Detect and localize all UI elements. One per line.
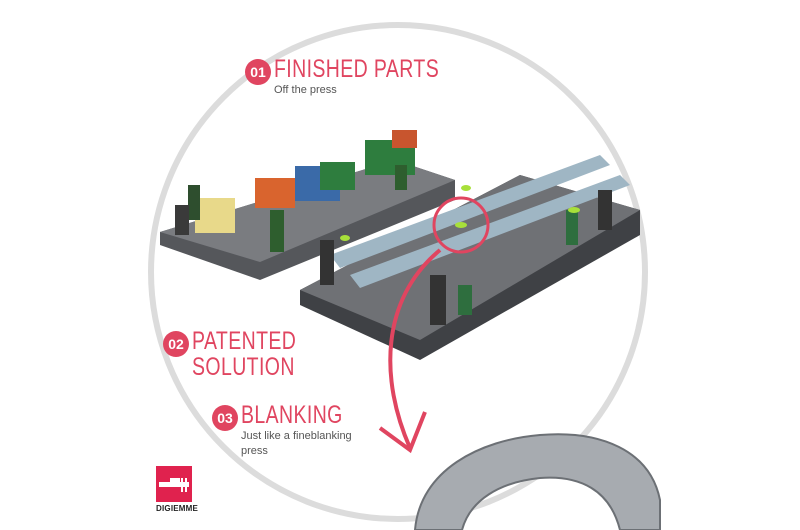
step-finished-parts: 01 FINISHED PARTS Off the press: [245, 56, 486, 97]
digiemme-logo: DIGIEMME: [156, 466, 199, 513]
step-number-badge: 02: [163, 331, 189, 357]
step-subtitle-line2: press: [241, 445, 268, 457]
step-number-badge: 01: [245, 59, 271, 85]
highlight-circle: [432, 196, 490, 254]
right-die-assembly: [300, 155, 640, 360]
step-subtitle: Off the press: [274, 84, 337, 96]
step-subtitle-line1: Just like a fineblanking: [241, 430, 352, 442]
step-patented-solution: 02 PATENTED SOLUTION: [163, 328, 326, 380]
logo-text: DIGIEMME: [156, 504, 199, 513]
arrow-head-icon: [378, 411, 427, 454]
step-title: BLANKING: [241, 401, 343, 429]
step-title-line2: SOLUTION: [192, 353, 295, 381]
step-title-line1: PATENTED: [192, 327, 297, 355]
logo-mark-icon: [156, 466, 192, 502]
process-cycle-circle: [148, 22, 648, 522]
step-number-badge: 03: [212, 405, 238, 431]
step-title: FINISHED PARTS: [274, 55, 440, 83]
left-die-assembly: [160, 130, 455, 280]
flow-arrow: [388, 248, 442, 449]
finished-part-ring: [413, 433, 661, 530]
step-blanking: 03 BLANKING Just like a fineblanking pre…: [212, 402, 371, 458]
